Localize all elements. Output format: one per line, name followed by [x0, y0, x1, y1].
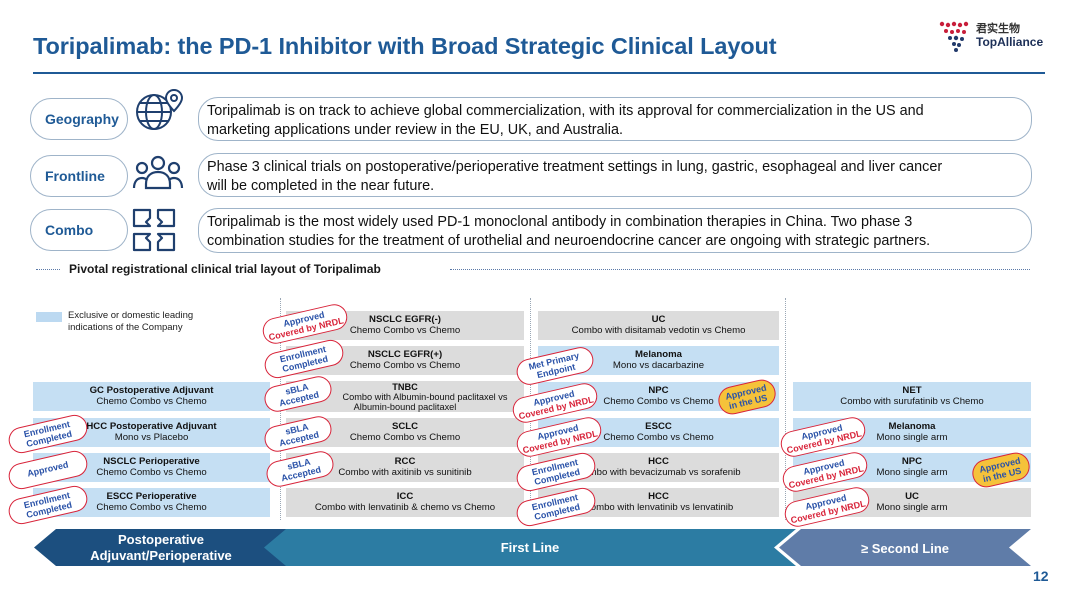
pivotal-title-right-rule — [450, 269, 1030, 270]
trial-subtitle: Chemo Combo vs Chemo — [349, 432, 461, 443]
frontline-label: Frontline — [30, 155, 128, 197]
logo-chinese-name: 君实生物 — [976, 22, 1020, 35]
geography-label: Geography — [30, 98, 128, 140]
legend-text: Exclusive or domestic leading indication… — [68, 310, 194, 333]
trial-title: ESCC — [645, 421, 672, 432]
globe-location-icon — [136, 88, 184, 130]
frontline-line-2: will be completed in the near future. — [207, 178, 435, 194]
logo-english-name: TopAlliance — [976, 35, 1044, 49]
trial-subtitle: Combo with bevacizumab vs sorafenib — [576, 467, 741, 478]
trial-subtitle: Chemo Combo vs Chemo — [349, 325, 461, 336]
trial-subtitle: Combo with axitinib vs sunitinib — [338, 467, 472, 478]
trial-title: RCC — [394, 456, 416, 467]
title-underline — [33, 72, 1045, 74]
trial-title: NSCLC Perioperative — [103, 456, 200, 467]
trial-subtitle: Chemo Combo vs Chemo — [96, 502, 207, 513]
stage-label: First Line — [500, 540, 560, 555]
trial-subtitle: Mono vs dacarbazine — [612, 360, 705, 371]
trial-subtitle: Chemo Combo vs Chemo — [603, 396, 714, 407]
geography-description: Toripalimab is on track to achieve globa… — [198, 97, 1032, 141]
stage-postoperative: Postoperative Adjuvant/Perioperative — [34, 529, 288, 566]
frontline-line-1: Phase 3 clinical trials on postoperative… — [207, 159, 943, 175]
frontline-label-text: Frontline — [45, 168, 105, 184]
trial-subtitle: Combo with lenvatinib vs lenvatinib — [583, 502, 734, 513]
geography-text: Toripalimab is on track to achieve globa… — [207, 102, 924, 140]
company-logo: 君实生物 TopAlliance — [938, 18, 1048, 58]
trial-gc-postoperative: GC Postoperative Adjuvant Chemo Combo vs… — [33, 382, 270, 411]
stage-label: ≥ Second Line — [860, 541, 950, 556]
trial-subtitle: Combo with lenvatinib & chemo vs Chemo — [314, 502, 496, 513]
trial-subtitle: Combo with surufatinib vs Chemo — [840, 396, 984, 407]
trial-title: UC — [651, 314, 666, 325]
combo-label-text: Combo — [45, 222, 94, 238]
trial-subtitle: Chemo Combo vs Chemo — [603, 432, 714, 443]
combo-description: Toripalimab is the most widely used PD-1… — [198, 208, 1032, 253]
stage-first-line: First Line — [264, 529, 796, 566]
trial-subtitle-2: Albumin-bound paclitaxel — [353, 402, 457, 412]
trial-title: GC Postoperative Adjuvant — [89, 385, 214, 396]
trial-title: NPC — [901, 456, 923, 467]
trial-title: NPC — [648, 385, 669, 396]
puzzle-arrows-icon — [132, 208, 176, 252]
trial-title: ESCC Perioperative — [106, 491, 197, 502]
trial-subtitle: Mono single arm — [876, 502, 948, 513]
trial-subtitle: Mono vs Placebo — [114, 432, 189, 443]
trial-title: NET — [902, 385, 922, 396]
geography-line-1: Toripalimab is on track to achieve globa… — [207, 103, 924, 119]
trial-title: ICC — [396, 491, 414, 502]
column-separator — [785, 298, 786, 520]
combo-line-2: combination studies for the treatment of… — [207, 233, 931, 249]
stage-label-line-1: Postoperative — [118, 532, 204, 547]
logo-dots-icon — [939, 21, 969, 52]
trial-subtitle: Combo with Albumin-bound paclitaxel vs — [342, 392, 508, 402]
trial-title: SCLC — [391, 421, 419, 432]
trial-title: HCC Postoperative Adjuvant — [86, 421, 217, 432]
trial-subtitle: Chemo Combo vs Chemo — [349, 360, 461, 371]
geography-label-text: Geography — [45, 111, 119, 127]
geography-line-2: marketing applications under review in t… — [207, 122, 623, 138]
combo-line-1: Toripalimab is the most widely used PD-1… — [207, 214, 913, 230]
trial-title: UC — [905, 491, 919, 502]
trial-net: NET Combo with surufatinib vs Chemo — [793, 382, 1031, 411]
pivotal-section-title: Pivotal registrational clinical trial la… — [69, 262, 381, 276]
stage-label-line-2: Adjuvant/Perioperative — [90, 548, 232, 563]
pivotal-title-left-rule — [36, 269, 60, 270]
trial-subtitle: Mono single arm — [876, 467, 948, 478]
frontline-text: Phase 3 clinical trials on postoperative… — [207, 158, 942, 196]
trial-title: HCC — [648, 491, 669, 502]
trial-title: Melanoma — [635, 349, 682, 360]
trial-uc-first-line: UC Combo with disitamab vedotin vs Chemo — [538, 311, 779, 340]
trial-title: Melanoma — [888, 421, 936, 432]
combo-text: Toripalimab is the most widely used PD-1… — [207, 213, 930, 251]
people-group-icon — [132, 155, 184, 190]
trial-title: TNBC — [392, 382, 418, 392]
legend-swatch — [36, 312, 62, 322]
trial-title: NSCLC EGFR(-) — [369, 314, 441, 325]
trial-subtitle: Mono single arm — [876, 432, 948, 443]
trial-subtitle: Chemo Combo vs Chemo — [96, 396, 207, 407]
combo-label: Combo — [30, 209, 128, 251]
page-number: 12 — [1033, 568, 1049, 584]
trial-subtitle: Chemo Combo vs Chemo — [96, 467, 207, 478]
trial-subtitle: Combo with disitamab vedotin vs Chemo — [571, 325, 746, 336]
trial-title: NSCLC EGFR(+) — [367, 349, 443, 360]
frontline-description: Phase 3 clinical trials on postoperative… — [198, 153, 1032, 197]
stage-second-line: ≥ Second Line — [779, 529, 1031, 566]
trial-title: HCC — [648, 456, 669, 467]
page-title: Toripalimab: the PD-1 Inhibitor with Bro… — [33, 33, 777, 59]
trial-icc: ICC Combo with lenvatinib & chemo vs Che… — [286, 488, 524, 517]
